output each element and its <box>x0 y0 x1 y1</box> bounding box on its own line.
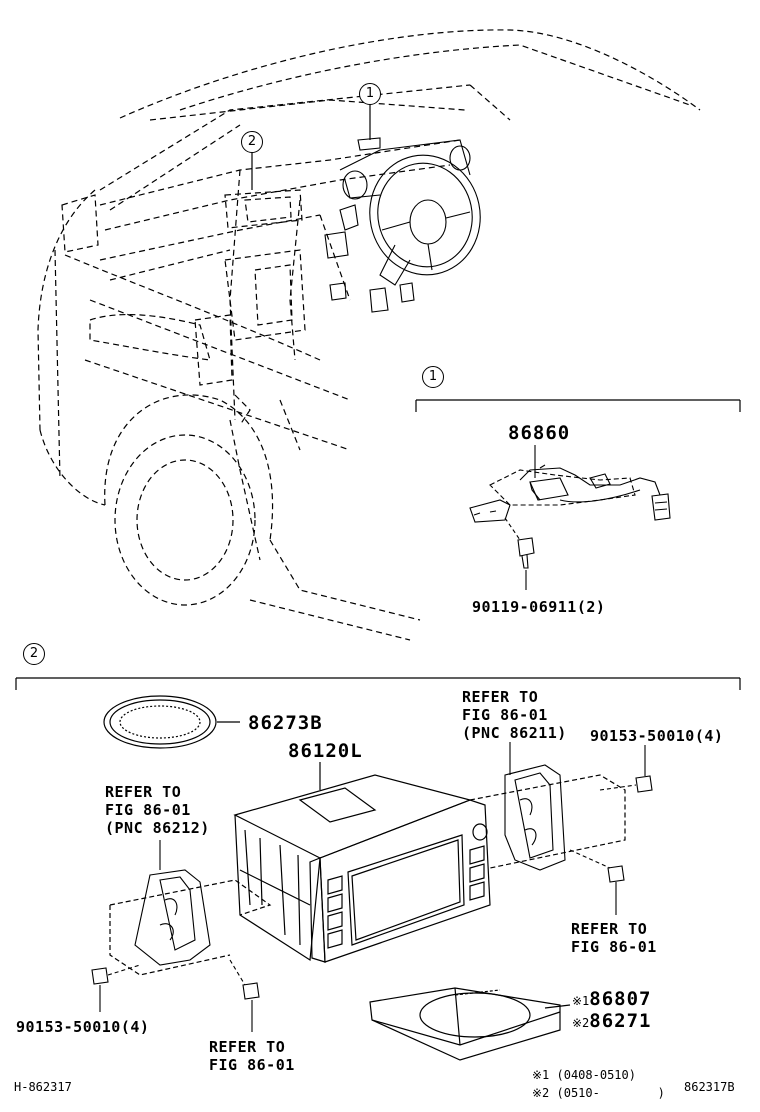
diagram-code-right: 862317B <box>684 1080 735 1094</box>
refer-line-1: REFER TO <box>105 783 182 801</box>
footnote-2: ※2 (0510- ) <box>532 1086 665 1100</box>
steering-and-instruments <box>324 137 481 313</box>
right-bracket <box>504 742 653 915</box>
section-1-frame <box>415 399 741 412</box>
ring-86273B <box>103 695 240 749</box>
refer-line-2: FIG 86-01 <box>462 706 548 724</box>
refer-line-1: REFER TO <box>571 920 648 938</box>
disc-case <box>369 987 571 1061</box>
part-86271-row: ※286271 <box>572 1010 651 1034</box>
footnote-1: ※1 (0408-0510) <box>532 1068 636 1082</box>
callout-2-top: 2 <box>241 131 263 153</box>
refer-line-1: REFER TO <box>209 1038 286 1056</box>
refer-line-1: REFER TO <box>462 688 539 706</box>
mark-1: ※1 <box>572 994 590 1008</box>
refer-to-top-right: REFER TO FIG 86-01 (PNC 86211) <box>462 688 567 742</box>
diagram-code-left: H-862317 <box>14 1080 72 1094</box>
refer-line-3: (PNC 86211) <box>462 724 567 742</box>
callout-1-top: 1 <box>359 83 381 105</box>
gps-antenna-assembly <box>469 445 671 590</box>
part-86273B: 86273B <box>248 712 323 734</box>
part-86807: 86807 <box>589 988 652 1010</box>
refer-line-2: FIG 86-01 <box>209 1056 295 1074</box>
vehicle-cabin-illustration <box>37 29 701 641</box>
part-86807-row: ※186807 <box>572 988 651 1012</box>
callout-1-section: 1 <box>422 366 444 388</box>
refer-line-3: (PNC 86212) <box>105 819 210 837</box>
refer-line-2: FIG 86-01 <box>571 938 657 956</box>
left-bracket <box>91 840 260 1032</box>
part-86860: 86860 <box>508 422 571 444</box>
refer-line-2: FIG 86-01 <box>105 801 191 819</box>
part-90119-06911: 90119-06911(2) <box>472 598 606 616</box>
refer-to-bottom: REFER TO FIG 86-01 <box>209 1038 295 1074</box>
refer-to-right-lower: REFER TO FIG 86-01 <box>571 920 657 956</box>
callout-2-section: 2 <box>23 643 45 665</box>
mark-2: ※2 <box>572 1016 590 1030</box>
part-90153-50010-left: 90153-50010(4) <box>16 1018 150 1036</box>
part-86120L: 86120L <box>288 740 363 762</box>
refer-to-left: REFER TO FIG 86-01 (PNC 86212) <box>105 783 210 837</box>
section-2-frame <box>15 677 741 690</box>
part-90153-50010-right: 90153-50010(4) <box>590 727 724 745</box>
head-unit-86120L <box>109 762 626 976</box>
part-86271: 86271 <box>589 1010 652 1032</box>
